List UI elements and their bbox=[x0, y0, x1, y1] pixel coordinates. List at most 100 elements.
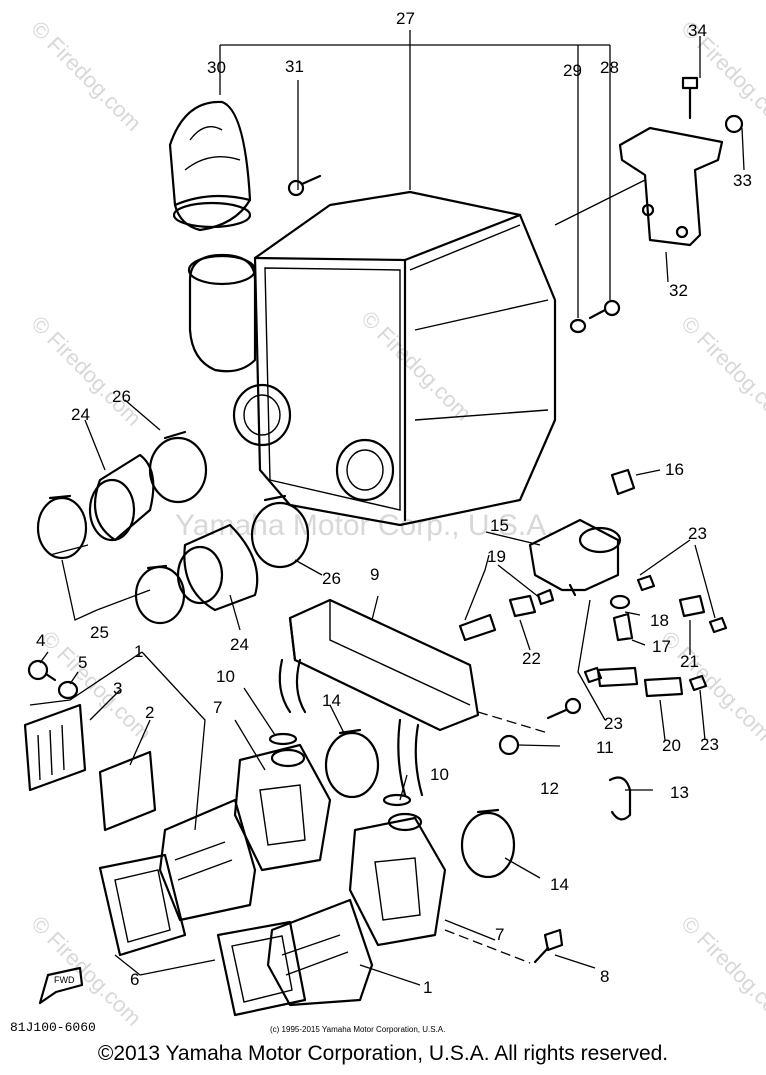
callout: 21 bbox=[680, 652, 699, 671]
callout: 23 bbox=[688, 524, 707, 543]
callout: 30 bbox=[207, 58, 226, 77]
stopper-plate-2 bbox=[98, 750, 157, 832]
fwd-label: FWD bbox=[54, 975, 75, 985]
watermark-center: Yamaha Motor Corp., U.S.A. bbox=[175, 509, 555, 542]
clamp-14-lower bbox=[460, 808, 516, 879]
screw-4 bbox=[27, 659, 57, 682]
fwd-arrow-icon: FWD bbox=[38, 966, 84, 1005]
callout: 29 bbox=[563, 61, 582, 80]
callout: 1 bbox=[423, 978, 432, 997]
clamp-26-upper bbox=[148, 430, 208, 504]
silencer-9 bbox=[278, 598, 480, 797]
bolt-11 bbox=[546, 697, 582, 720]
callout: 33 bbox=[733, 171, 752, 190]
callout: 24 bbox=[71, 405, 90, 424]
clamp-26-lower bbox=[250, 494, 310, 569]
clamps-23 bbox=[583, 574, 728, 692]
bolt-28 bbox=[588, 299, 621, 320]
callouts: 1 1 2 3 4 5 6 7 7 8 9 10 10 11 12 13 14 … bbox=[36, 9, 752, 997]
joint-7-upper bbox=[233, 743, 332, 872]
callout: 26 bbox=[112, 387, 131, 406]
callout: 22 bbox=[522, 649, 541, 668]
washer-5 bbox=[57, 680, 79, 700]
watermark: © Firedog.com bbox=[26, 16, 146, 136]
watermark: © Firedog.com bbox=[676, 911, 766, 1031]
callout: 12 bbox=[540, 779, 559, 798]
callout: 23 bbox=[604, 714, 623, 733]
callout: 19 bbox=[487, 547, 506, 566]
clamp-14-upper bbox=[324, 728, 380, 799]
callout: 15 bbox=[490, 516, 509, 535]
clamps-19 bbox=[458, 588, 555, 642]
air-box-27 bbox=[187, 190, 557, 527]
callout: 27 bbox=[396, 9, 415, 28]
callout: 1 bbox=[134, 642, 143, 661]
small-copyright: (c) 1995-2015 Yamaha Motor Corporation, … bbox=[270, 1025, 445, 1034]
callout: 18 bbox=[650, 611, 669, 630]
callout: 24 bbox=[230, 635, 249, 654]
gasket-6-right bbox=[216, 920, 307, 1017]
clip-13 bbox=[608, 776, 632, 821]
intake-duct-30 bbox=[168, 100, 252, 232]
callout: 34 bbox=[688, 21, 707, 40]
callout: 9 bbox=[370, 565, 379, 584]
callout: 14 bbox=[550, 875, 569, 894]
callout: 23 bbox=[700, 735, 719, 754]
callout: 10 bbox=[430, 765, 449, 784]
bolt-31 bbox=[287, 174, 322, 197]
nut-33 bbox=[724, 114, 744, 134]
pump-15 bbox=[528, 518, 622, 597]
bracket-27 bbox=[219, 30, 611, 318]
reed-valve-1-upper bbox=[158, 798, 257, 922]
hose-unlabeled bbox=[596, 666, 639, 688]
callout: 10 bbox=[216, 667, 235, 686]
joint-24-upper bbox=[88, 453, 155, 542]
callout: 25 bbox=[90, 623, 109, 642]
cap-16 bbox=[610, 468, 636, 496]
callout: 14 bbox=[322, 691, 341, 710]
callout: 31 bbox=[285, 57, 304, 76]
hose-20 bbox=[643, 676, 684, 698]
cap-18 bbox=[609, 594, 631, 610]
bolt-34 bbox=[681, 76, 699, 120]
bolt-8 bbox=[533, 928, 564, 964]
callout: 6 bbox=[130, 970, 139, 989]
callout: 2 bbox=[145, 703, 154, 722]
watermark: © Firedog.com bbox=[26, 911, 146, 1031]
reed-petal-3 bbox=[23, 703, 87, 792]
watermark: © Firedog.com bbox=[656, 626, 766, 746]
hose-21 bbox=[678, 594, 706, 618]
watermark: © Firedog.com bbox=[676, 311, 766, 431]
nut-12 bbox=[498, 734, 520, 756]
callout: 28 bbox=[600, 58, 619, 77]
callout: 7 bbox=[213, 698, 222, 717]
callout: 16 bbox=[665, 460, 684, 479]
callout: 17 bbox=[652, 637, 671, 656]
callout: 3 bbox=[113, 679, 122, 698]
hose-22 bbox=[508, 594, 537, 618]
callout: 11 bbox=[596, 738, 614, 757]
bracket-32 bbox=[618, 126, 724, 247]
joint-7-lower bbox=[348, 812, 447, 947]
clip-10-upper bbox=[268, 732, 298, 746]
diagram-code: 81J100-6060 bbox=[10, 1020, 96, 1035]
clip-10-lower bbox=[382, 793, 412, 807]
clamp-25-lower bbox=[134, 564, 186, 625]
dashed-lines bbox=[444, 711, 549, 964]
watermark: © Firedog.com bbox=[356, 306, 476, 426]
reed-valve-1-lower bbox=[266, 898, 374, 1007]
callout: 20 bbox=[662, 736, 681, 755]
callout: 8 bbox=[600, 967, 609, 986]
callout: 32 bbox=[669, 281, 688, 300]
leader-lines bbox=[29, 36, 745, 986]
callout: 5 bbox=[78, 653, 87, 672]
washer-29 bbox=[569, 318, 587, 334]
callout: 4 bbox=[36, 631, 45, 650]
cap-17 bbox=[612, 612, 634, 642]
callout: 26 bbox=[322, 569, 341, 588]
callout: 13 bbox=[670, 783, 689, 802]
callout: 7 bbox=[495, 925, 504, 944]
copyright-notice: ©2013 Yamaha Motor Corporation, U.S.A. A… bbox=[97, 1042, 669, 1065]
gasket-6-left bbox=[98, 853, 187, 957]
